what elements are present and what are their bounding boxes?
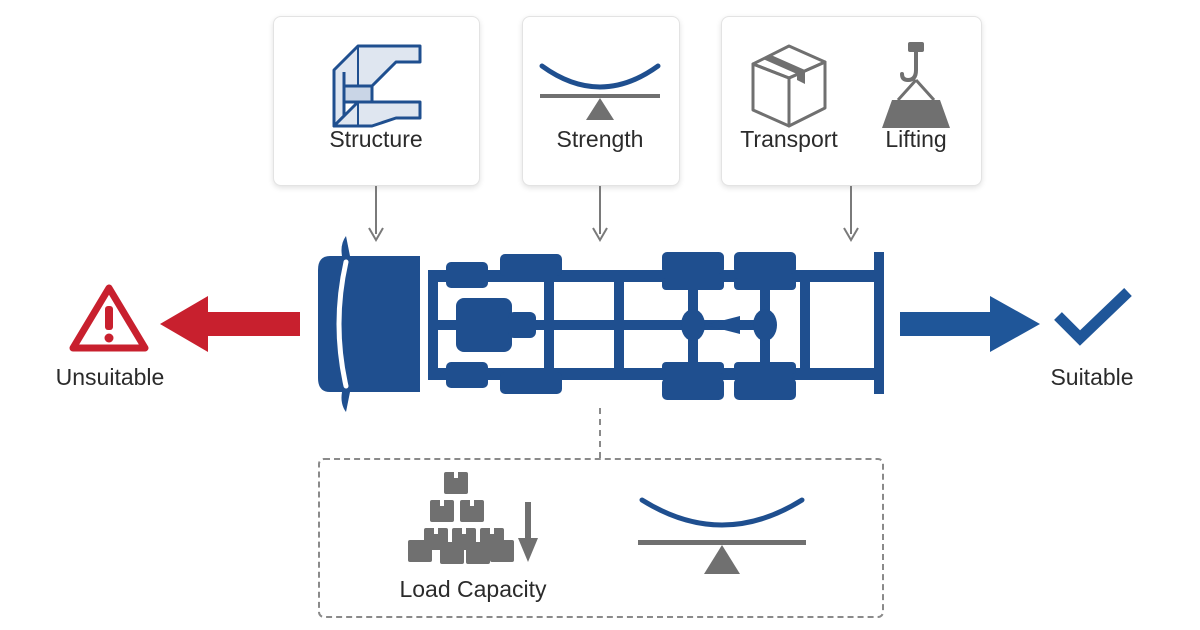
steel-beam-icon	[332, 44, 422, 128]
warning-triangle-icon	[69, 284, 149, 352]
crane-hook-icon	[882, 42, 950, 128]
checkmark-icon	[1054, 288, 1132, 346]
beam-deflection-detail-icon	[638, 497, 806, 574]
transport-label: Transport	[740, 126, 838, 152]
unsuitable-label: Unsuitable	[55, 364, 165, 390]
suitable-label: Suitable	[1050, 364, 1134, 390]
load-capacity-detail-box	[318, 458, 884, 618]
stacked-boxes-icon	[408, 472, 538, 564]
load-capacity-label: Load Capacity	[399, 576, 547, 602]
strength-label: Strength	[556, 126, 644, 152]
beam-deflection-icon	[539, 63, 661, 120]
lifting-label: Lifting	[885, 126, 947, 152]
structure-label: Structure	[329, 126, 423, 152]
box-icon	[751, 44, 827, 128]
